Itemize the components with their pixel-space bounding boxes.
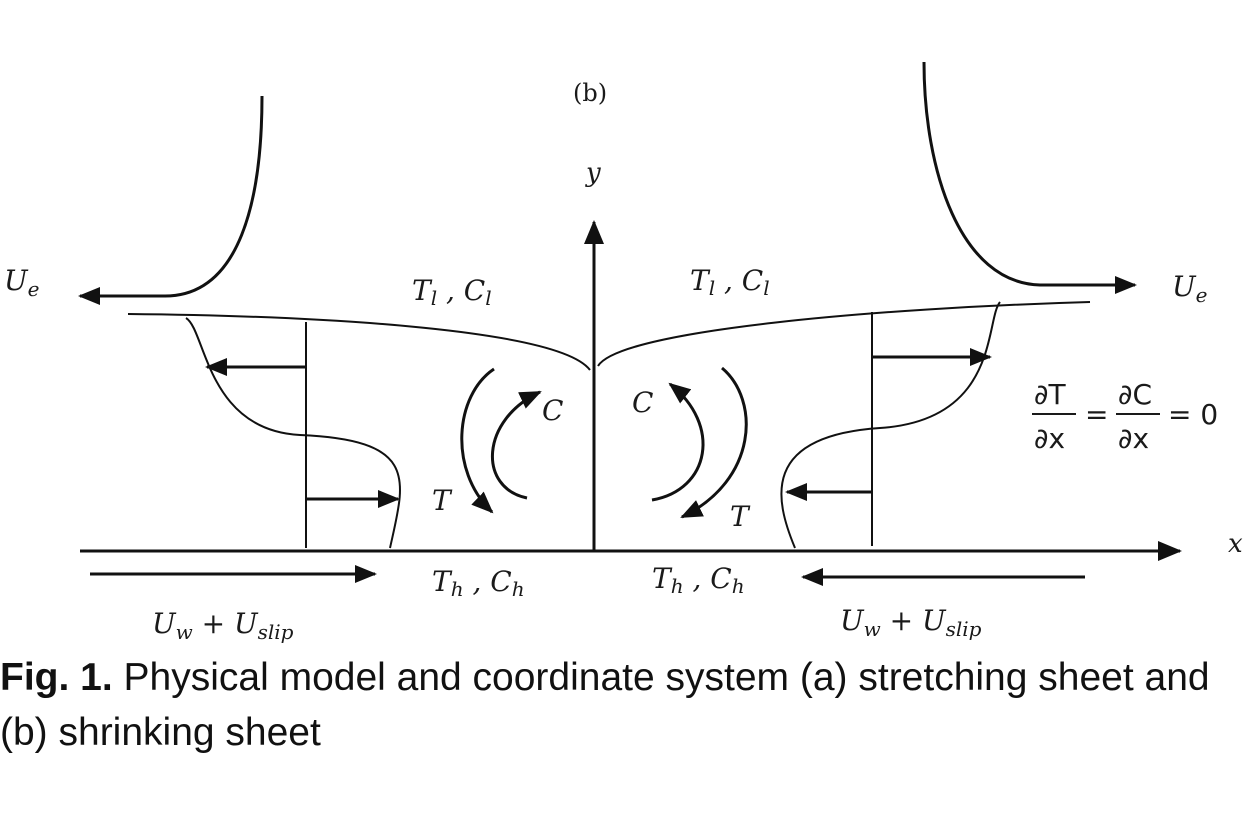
wall-velocity-label-left: Uw + Uslip bbox=[152, 607, 294, 644]
x-axis-label: x bbox=[1228, 529, 1243, 559]
velocity-profile-right bbox=[780, 301, 1001, 549]
bottom-left-condition: Th , Ch bbox=[432, 565, 525, 601]
top-left-condition: Tl , Cl bbox=[412, 274, 492, 310]
right-vortex-t-label: T bbox=[730, 500, 751, 533]
panel-label: (b) bbox=[573, 79, 607, 107]
boundary-condition-equation: ∂T ∂x = ∂C ∂x = 0 bbox=[1032, 378, 1218, 455]
equation-rhs-numerator: ∂C bbox=[1118, 378, 1152, 411]
y-axis-label: y bbox=[585, 158, 601, 188]
top-right-condition: Tl , Cl bbox=[690, 264, 770, 300]
left-vortex-t-label: T bbox=[432, 484, 453, 517]
vortex-arrow-outer-right bbox=[680, 366, 748, 519]
equation-lhs-numerator: ∂T bbox=[1034, 378, 1066, 411]
left-vortex-c-label: C bbox=[542, 394, 563, 427]
caption-label: Fig. 1. bbox=[0, 656, 113, 699]
caption-text: Physical model and coordinate system (a)… bbox=[0, 656, 1210, 754]
equation-rhs-denominator: ∂x bbox=[1118, 422, 1149, 455]
velocity-profile-left bbox=[185, 317, 401, 549]
wall-velocity-label-right: Uw + Uslip bbox=[840, 604, 982, 641]
free-stream-label-right: Ue bbox=[1172, 270, 1207, 307]
physical-model-diagram: (b) y x Ue Ue Tl , Cl Tl , Cl Th , Ch Th… bbox=[4, 61, 1243, 644]
vortex-arrow-outer-left bbox=[460, 367, 495, 514]
equation-equals-1: = bbox=[1085, 398, 1108, 431]
right-vortex-c-label: C bbox=[632, 386, 653, 419]
figure-caption: Fig. 1. Physical model and coordinate sy… bbox=[0, 650, 1260, 760]
boundary-edge-right bbox=[597, 301, 1091, 367]
free-stream-curve-left bbox=[78, 95, 264, 305]
free-stream-curve-right bbox=[922, 61, 1137, 294]
equation-lhs-denominator: ∂x bbox=[1034, 422, 1065, 455]
vortex-arrow-inner-left bbox=[491, 390, 542, 500]
boundary-edge-left bbox=[127, 313, 591, 371]
vortex-arrow-inner-right bbox=[651, 382, 705, 502]
free-stream-label-left: Ue bbox=[4, 264, 39, 301]
bottom-right-condition: Th , Ch bbox=[652, 562, 745, 598]
equation-tail: = 0 bbox=[1168, 398, 1218, 431]
